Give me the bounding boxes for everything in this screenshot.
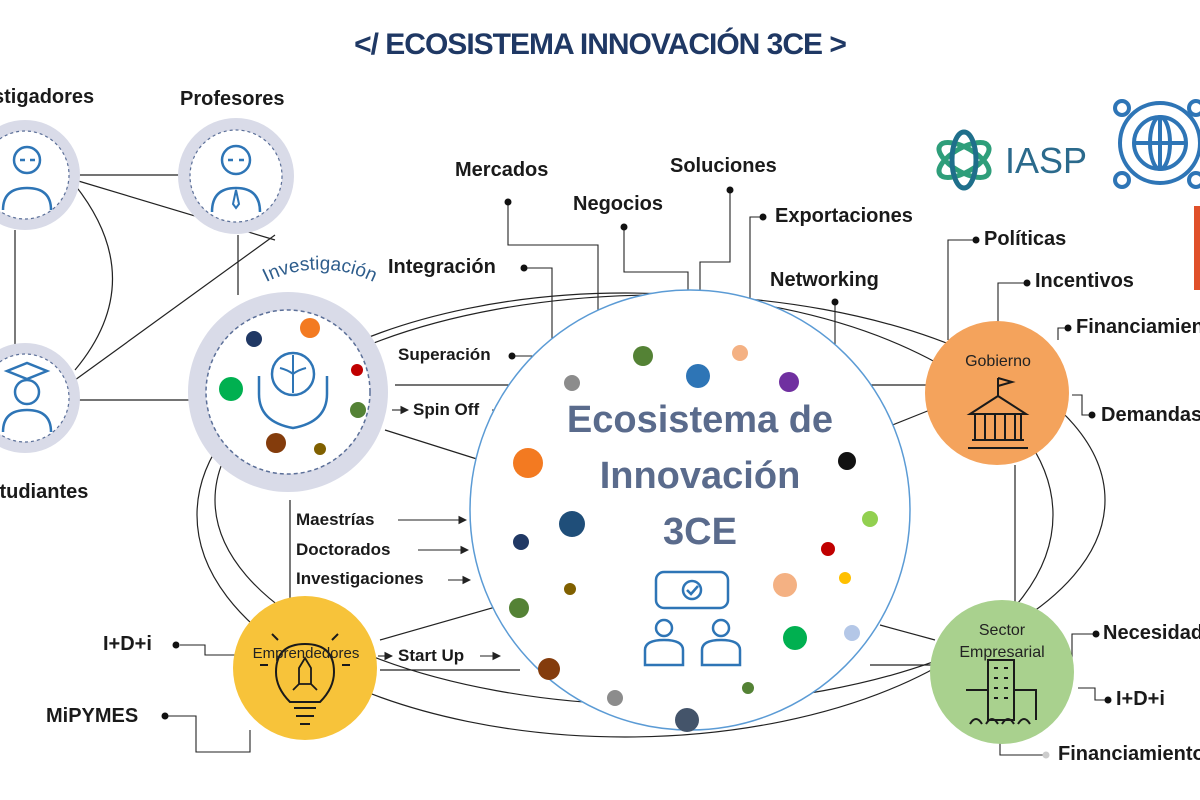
- arrows: [378, 405, 512, 661]
- profesores-label: Profesores: [180, 88, 285, 110]
- maestrias-label: Maestrías: [296, 510, 375, 529]
- sector-label-line-1: Sector: [978, 622, 1026, 639]
- mercados-label: Mercados: [455, 159, 549, 181]
- integracion-label: Integración: [388, 256, 496, 278]
- gobierno-label: Gobierno: [965, 353, 1031, 370]
- center-title: Ecosistema de Innovación 3CE: [500, 392, 900, 560]
- sector-idi-label: I+D+i: [1116, 688, 1165, 710]
- doctorados-label: Doctorados: [296, 540, 391, 559]
- networking-label: Networking: [770, 269, 879, 291]
- gobierno-hub: [925, 321, 1069, 465]
- center-title-line-2: Innovación: [599, 455, 801, 497]
- outer-ring: [196, 292, 1054, 738]
- center-dots: [509, 345, 878, 732]
- superacion-label: Superación: [398, 345, 491, 364]
- emprendedores-idi-label: I+D+i: [103, 633, 152, 655]
- connector-dots: [161, 186, 1112, 759]
- investigacion-arc-label: Investigación: [259, 253, 380, 286]
- sector-financiamiento-label: Financiamiento: [1058, 743, 1200, 765]
- center-title-line-3: 3CE: [663, 511, 737, 553]
- negocios-label: Negocios: [573, 193, 664, 215]
- estudiantes-icon: [0, 343, 80, 453]
- gobierno-financiamiento-label: Financiamiento: [1076, 316, 1200, 338]
- mipymes-label: MiPYMES: [46, 705, 139, 727]
- sector-label-line-2: Empresarial: [959, 644, 1045, 661]
- investigacion-label: Investigación: [259, 253, 380, 286]
- emprendedores-hub: [233, 596, 377, 740]
- sector-empresarial-hub: [930, 600, 1074, 744]
- investigaciones-label: Investigaciones: [296, 569, 424, 588]
- iasp-logo-mark: [936, 129, 992, 191]
- center-title-line-1: Ecosistema de: [566, 399, 834, 441]
- globe-network-icon: [1113, 99, 1200, 189]
- soluciones-label: Soluciones: [670, 155, 777, 177]
- estudiantes-label: Estudiantes: [0, 481, 89, 503]
- exportaciones-label: Exportaciones: [775, 205, 913, 227]
- profesores-icon: [178, 118, 294, 234]
- page-title: </ ECOSISTEMA INNOVACIÓN 3CE >: [354, 28, 847, 61]
- demandas-label: Demandas: [1101, 404, 1200, 426]
- partner-logo-fragment: [1194, 206, 1200, 290]
- collaboration-icon: [643, 570, 742, 667]
- emprendedores-label: Emprendedores: [252, 645, 360, 662]
- start-up-label: Start Up: [398, 646, 465, 665]
- politicas-label: Políticas: [984, 228, 1067, 250]
- spin-off-label: Spin Off: [413, 400, 480, 419]
- investigadores-icon: [0, 120, 80, 230]
- iasp-logo-text: IASP: [1005, 140, 1088, 181]
- incentivos-label: Incentivos: [1035, 270, 1134, 292]
- investigacion-hub: [188, 292, 388, 492]
- investigadores-label: Investigadores: [0, 86, 95, 108]
- sector-empresarial-label: Sector Empresarial: [940, 620, 1064, 664]
- necesidades-label: Necesidades: [1103, 622, 1200, 644]
